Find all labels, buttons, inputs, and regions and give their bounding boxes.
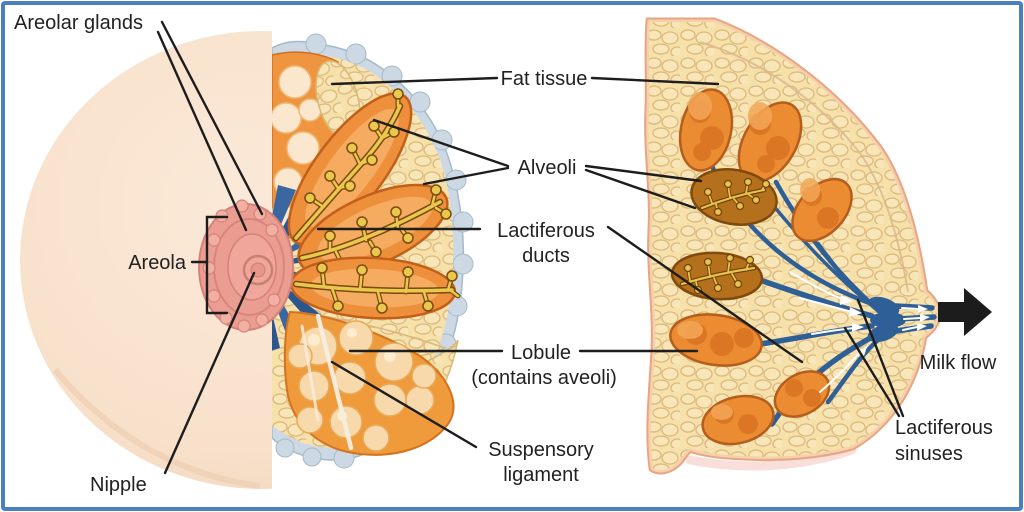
areola-bracket xyxy=(205,215,229,315)
label-lactiferous-ducts-line2: ducts xyxy=(522,245,570,267)
leader-alveoli-left xyxy=(372,118,510,168)
leader-fat-tissue-right xyxy=(590,76,720,86)
breast-lower-shading xyxy=(52,368,261,489)
label-alveoli: Alveoli xyxy=(518,157,577,179)
under-breast-glow xyxy=(685,445,857,471)
label-lobule-line2: (contains aveoli) xyxy=(471,367,617,389)
leader-alveoli-right xyxy=(584,164,703,183)
label-areola: Areola xyxy=(128,252,187,274)
leader-alveoli-right xyxy=(584,168,697,210)
lobule-cluster xyxy=(283,310,455,456)
label-lobule-line1: Lobule xyxy=(511,342,571,364)
leader-nipple xyxy=(163,271,256,475)
label-lactiferous-sinuses-line1: Lactiferous xyxy=(895,417,993,439)
label-suspensory-ligament-line2: ligament xyxy=(503,464,579,486)
sagittal-view xyxy=(644,17,942,475)
leader-lactiferous-sinuses xyxy=(856,298,905,418)
leader-lactiferous-ducts-right xyxy=(606,225,804,364)
milk-flow-streak-heads xyxy=(840,295,930,356)
labels: Areolar glands Areola Nipple Fat tissue … xyxy=(14,12,997,496)
suspensory-ligament-strand xyxy=(300,324,320,422)
leader-lactiferous-sinuses xyxy=(843,326,901,418)
leader-fat-tissue-left xyxy=(330,76,499,86)
label-fat-tissue: Fat tissue xyxy=(501,68,588,90)
superficial-fascia-line xyxy=(699,41,909,293)
label-lactiferous-sinuses-line2: sinuses xyxy=(895,443,963,465)
anterior-cutaway-view xyxy=(270,33,474,469)
label-nipple: Nipple xyxy=(90,474,147,496)
milk-flow-streaks xyxy=(789,271,921,393)
alveoli-lobe-upper xyxy=(690,168,778,226)
gland-lobe-lower xyxy=(289,256,461,320)
label-milk-flow: Milk flow xyxy=(920,352,997,374)
label-lactiferous-ducts-line1: Lactiferous xyxy=(497,220,595,242)
suspensory-ligament-strand xyxy=(315,313,354,451)
leader-areolar-glands xyxy=(160,20,264,216)
leader-lines xyxy=(156,20,905,475)
leader-alveoli-left xyxy=(422,166,510,186)
label-areolar-glands: Areolar glands xyxy=(14,12,143,34)
milk-flow-arrow xyxy=(938,288,992,336)
leader-areolar-glands xyxy=(156,30,248,232)
gland-lobe-highlights xyxy=(677,92,820,420)
lactiferous-sinuses xyxy=(867,296,906,343)
label-suspensory-ligament-line1: Suspensory xyxy=(488,439,594,461)
leader-suspensory-ligament xyxy=(330,360,478,449)
